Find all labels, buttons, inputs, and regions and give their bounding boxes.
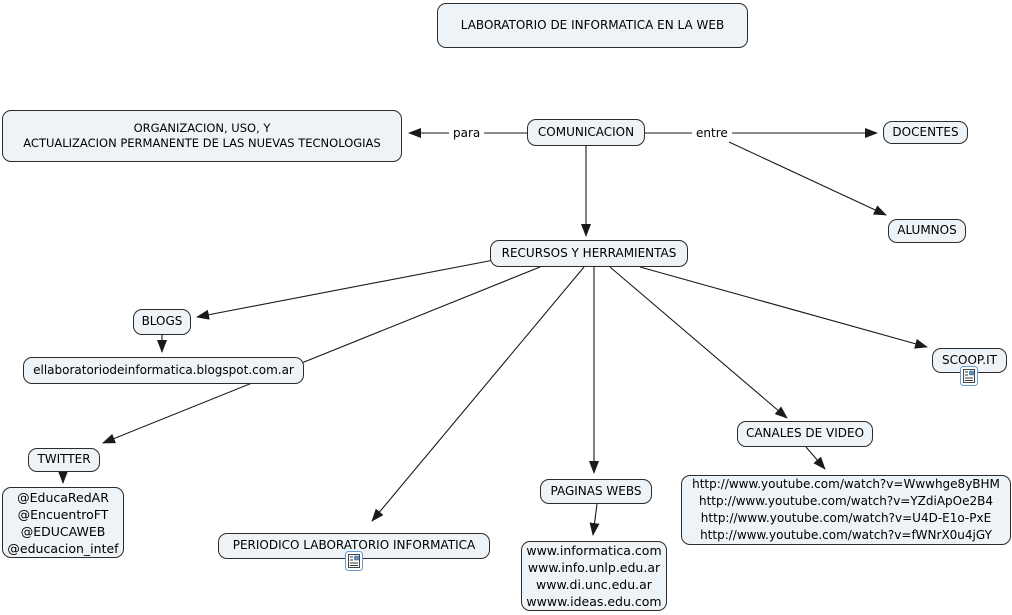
node-twitter[interactable]: TWITTER <box>28 448 100 472</box>
node-organizacion[interactable]: ORGANIZACION, USO, Y ACTUALIZACION PERMA… <box>2 110 402 162</box>
youtube-url: http://www.youtube.com/watch?v=Wwwhge8yB… <box>692 476 1000 491</box>
website-url: www.info.unlp.edu.ar <box>527 560 661 575</box>
node-recursos-herramientas[interactable]: RECURSOS Y HERRAMIENTAS <box>490 240 688 267</box>
edge-recursos-canales <box>609 266 788 419</box>
node-comunicacion[interactable]: COMUNICACION <box>527 119 645 146</box>
node-periodico[interactable]: PERIODICO LABORATORIO INFORMATICA <box>218 533 490 559</box>
node-organizacion-line2: ACTUALIZACION PERMANENTE DE LAS NUEVAS T… <box>23 136 381 150</box>
node-laboratorio-title[interactable]: LABORATORIO DE INFORMATICA EN LA WEB <box>437 3 748 48</box>
link-label-entre[interactable]: entre <box>692 126 732 140</box>
edge-recursos-periodico <box>371 266 585 522</box>
node-alumnos[interactable]: ALUMNOS <box>888 219 966 243</box>
periodico-resource-icon[interactable] <box>345 551 363 571</box>
twitter-account: @EDUCAWEB <box>20 523 106 539</box>
edge-comunicacion-alumnos <box>728 141 887 216</box>
edge-paginas-websites <box>589 503 600 536</box>
link-label-para[interactable]: para <box>449 126 485 140</box>
website-url: wwww.ideas.edu.com <box>526 594 662 609</box>
node-paginas-webs[interactable]: PAGINAS WEBS <box>540 479 652 504</box>
youtube-url: http://www.youtube.com/watch?v=U4D-E1o-P… <box>700 511 992 525</box>
scoopit-resource-icon[interactable] <box>960 366 978 386</box>
website-url: www.di.unc.edu.ar <box>536 577 652 592</box>
node-blogspot-url[interactable]: ellaboratoriodeinformatica.blogspot.com.… <box>23 357 304 384</box>
website-url: www.informatica.com <box>526 543 662 558</box>
node-websites-list[interactable]: www.informatica.com www.info.unlp.edu.ar… <box>521 541 667 611</box>
node-organizacion-line1: ORGANIZACION, USO, Y <box>133 121 271 136</box>
youtube-url: http://www.youtube.com/watch?v=fWNrX0u4j… <box>700 528 992 543</box>
node-canales-video[interactable]: CANALES DE VIDEO <box>737 421 873 447</box>
node-youtube-links[interactable]: http://www.youtube.com/watch?v=Wwwhge8yB… <box>681 475 1011 545</box>
node-docentes[interactable]: DOCENTES <box>883 121 968 144</box>
youtube-url: http://www.youtube.com/watch?v=YZdiApOe2… <box>698 493 994 508</box>
edge-recursos-twitter <box>102 266 541 444</box>
node-blogs[interactable]: BLOGS <box>133 309 191 335</box>
twitter-account: @EncuentroFT <box>17 506 109 522</box>
node-twitter-accounts[interactable]: @EducaRedAR @EncuentroFT @EDUCAWEB @educ… <box>2 487 124 558</box>
twitter-account: @EducaRedAR <box>17 489 109 505</box>
edge-recursos-blogs <box>196 259 495 320</box>
twitter-account: @educacion_intef <box>7 540 119 556</box>
edge-recursos-scoopit <box>639 266 928 349</box>
edge-canales-youtube <box>805 446 826 470</box>
